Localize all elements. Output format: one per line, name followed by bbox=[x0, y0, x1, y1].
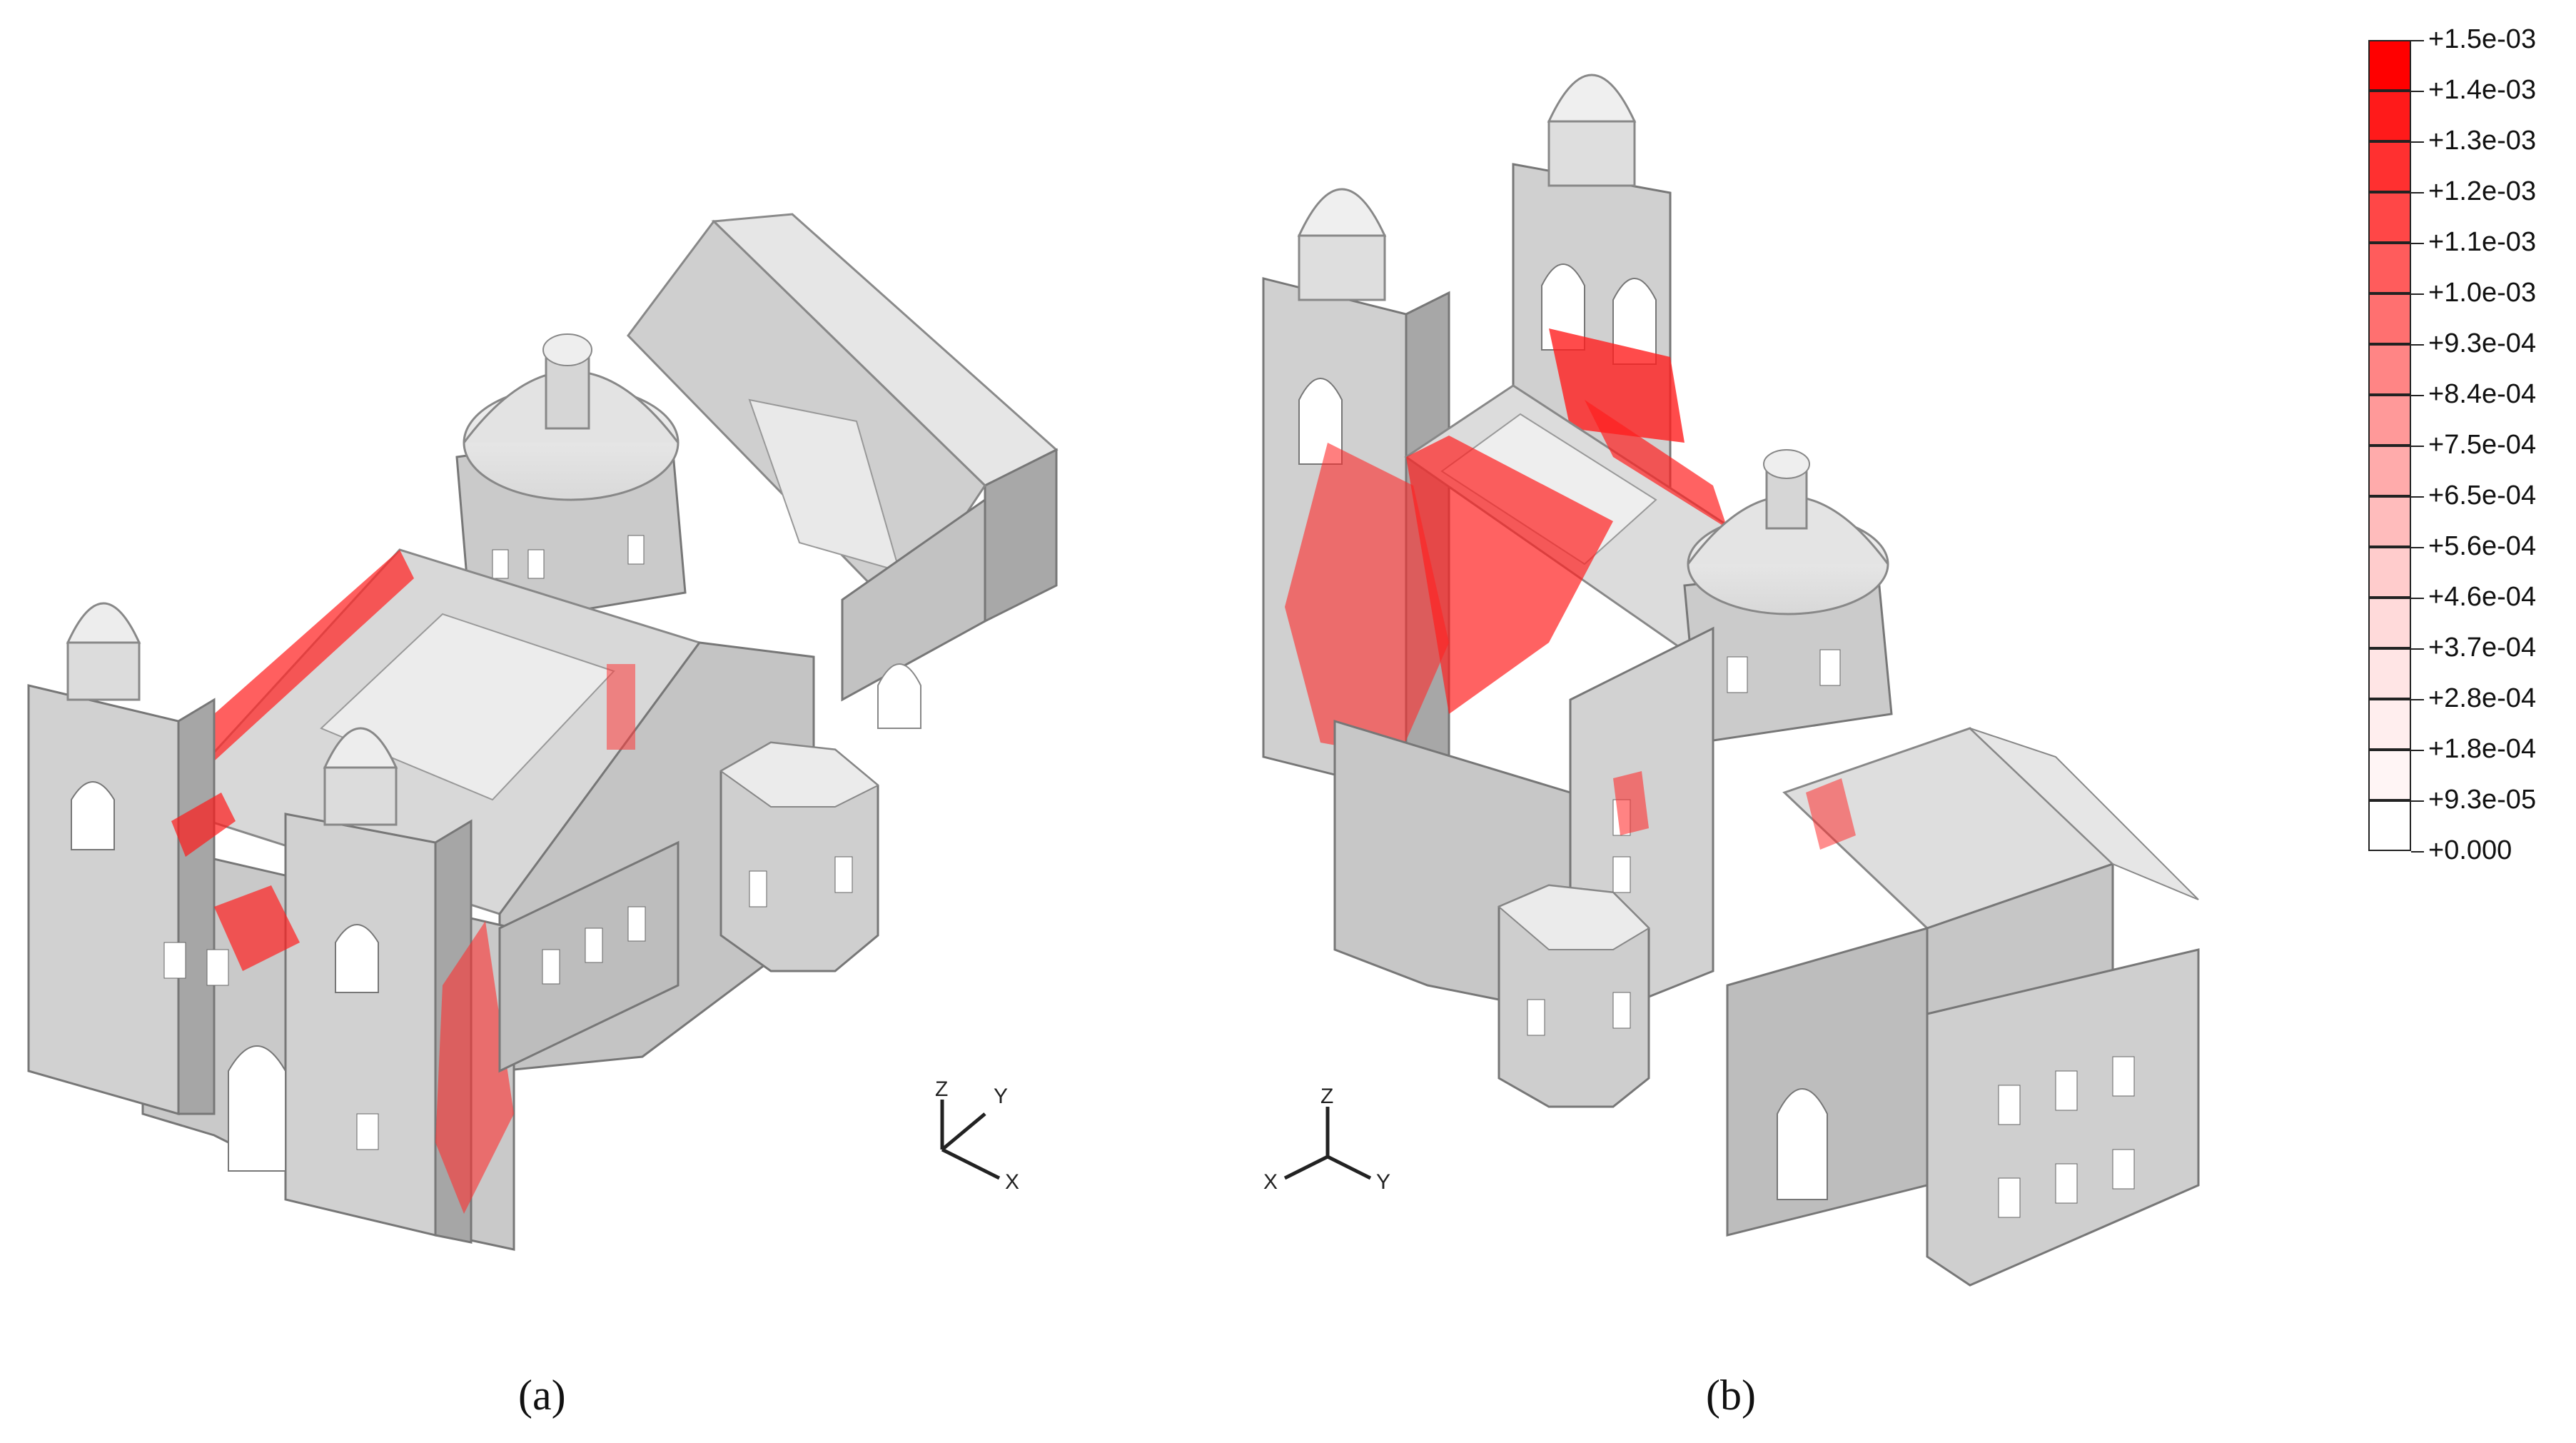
caption-b: (b) bbox=[1706, 1372, 1756, 1419]
legend-tick bbox=[2411, 800, 2424, 802]
legend-tick bbox=[2411, 395, 2424, 396]
legend-tick bbox=[2411, 648, 2424, 650]
legend-label: +1.8e-04 bbox=[2428, 734, 2537, 764]
axis-x-label: X bbox=[1005, 1170, 1019, 1194]
legend-tick bbox=[2411, 598, 2424, 599]
legend-swatch bbox=[2368, 243, 2411, 293]
axis-z-label: Z bbox=[935, 1077, 948, 1101]
legend-tick bbox=[2411, 547, 2424, 548]
legend-swatch bbox=[2368, 547, 2411, 598]
legend-swatch bbox=[2368, 344, 2411, 395]
facade-a bbox=[27, 602, 515, 1251]
legend-tick bbox=[2411, 699, 2424, 700]
legend-label: +9.3e-05 bbox=[2428, 785, 2537, 815]
side-chapels-a bbox=[498, 840, 680, 1073]
legend-tick bbox=[2411, 293, 2424, 295]
caption-a: (a) bbox=[518, 1372, 566, 1419]
legend-tick bbox=[2411, 192, 2424, 193]
legend-label: +5.6e-04 bbox=[2428, 531, 2537, 561]
axis-x-label: X bbox=[1263, 1170, 1278, 1194]
dome-b bbox=[1683, 449, 1893, 744]
church-model-b-drawing: Z X Y bbox=[1262, 74, 2200, 1287]
rear-block-b bbox=[1726, 727, 2200, 1287]
legend-tick bbox=[2411, 496, 2424, 498]
legend-label: +3.7e-04 bbox=[2428, 633, 2537, 663]
legend-label: +1.4e-03 bbox=[2428, 75, 2537, 105]
legend-tick bbox=[2411, 40, 2424, 41]
legend-label: +4.6e-04 bbox=[2428, 582, 2537, 612]
legend-tick bbox=[2411, 446, 2424, 447]
legend-label: +1.5e-03 bbox=[2428, 24, 2537, 54]
legend-label: +1.1e-03 bbox=[2428, 227, 2537, 257]
legend-swatch bbox=[2368, 648, 2411, 699]
legend-tick bbox=[2411, 851, 2424, 853]
legend-label: +8.4e-04 bbox=[2428, 379, 2537, 409]
towers-b bbox=[1262, 74, 1684, 795]
legend-swatch bbox=[2368, 91, 2411, 141]
axis-triad-a: Z Y X bbox=[935, 1077, 1019, 1194]
legend-label: +1.3e-03 bbox=[2428, 126, 2537, 156]
legend-label: +0.000 bbox=[2428, 835, 2512, 865]
legend-tick bbox=[2411, 141, 2424, 143]
legend-label: +7.5e-04 bbox=[2428, 430, 2537, 460]
legend-swatch bbox=[2368, 395, 2411, 446]
legend-label: +1.0e-03 bbox=[2428, 278, 2537, 308]
legend-swatch bbox=[2368, 192, 2411, 243]
axis-y-label: Y bbox=[1376, 1170, 1390, 1194]
legend-swatch bbox=[2368, 40, 2411, 91]
legend-tick bbox=[2411, 91, 2424, 92]
church-model-view-a: Z Y X bbox=[0, 0, 1128, 1443]
legend-label: +9.3e-04 bbox=[2428, 328, 2537, 358]
legend-label: +1.2e-03 bbox=[2428, 176, 2537, 206]
color-scale-legend: +1.5e-03 +1.4e-03 +1.3e-03 +1.2e-03 +1.1e-03… bbox=[2368, 24, 2576, 868]
legend-swatch bbox=[2368, 496, 2411, 547]
rear-nave bbox=[627, 213, 1059, 729]
legend-tick bbox=[2411, 750, 2424, 751]
legend-swatch bbox=[2368, 750, 2411, 800]
legend-swatch bbox=[2368, 800, 2411, 851]
legend-label: +2.8e-04 bbox=[2428, 683, 2537, 713]
legend-swatch bbox=[2368, 141, 2411, 192]
dome-a bbox=[455, 333, 687, 630]
axis-y-label: Y bbox=[994, 1085, 1008, 1108]
axis-z-label: Z bbox=[1320, 1085, 1333, 1108]
legend-swatch bbox=[2368, 293, 2411, 344]
church-model-view-b: Z X Y bbox=[1213, 0, 2284, 1443]
legend-swatch bbox=[2368, 446, 2411, 496]
legend-swatch bbox=[2368, 598, 2411, 648]
church-model-a-drawing: Z Y X bbox=[27, 213, 1059, 1251]
legend-tick bbox=[2411, 243, 2424, 244]
octagonal-chapel-b bbox=[1497, 884, 1650, 1108]
legend-tick bbox=[2411, 344, 2424, 346]
legend-label: +6.5e-04 bbox=[2428, 481, 2537, 511]
axis-triad-b: Z X Y bbox=[1263, 1085, 1390, 1194]
octagonal-chapel-a bbox=[719, 741, 879, 972]
legend-swatch bbox=[2368, 699, 2411, 750]
